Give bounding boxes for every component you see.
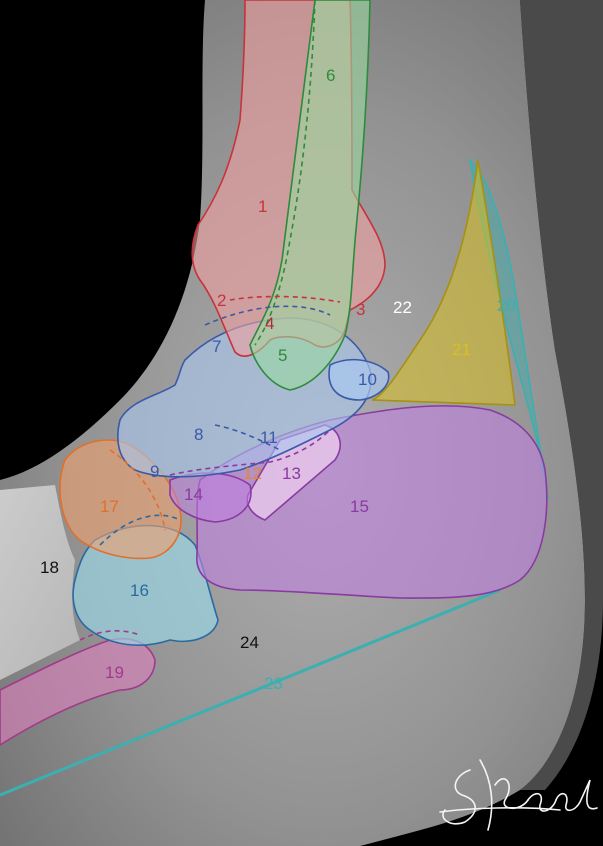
label-3: 3 — [356, 300, 365, 319]
label-1: 1 — [258, 197, 267, 216]
label-5: 5 — [278, 346, 287, 365]
label-6: 6 — [326, 66, 335, 85]
label-11: 11 — [260, 428, 278, 447]
label-8: 8 — [194, 425, 203, 444]
label-24: 24 — [240, 633, 259, 652]
label-7: 7 — [212, 337, 221, 356]
label-13: 13 — [282, 464, 301, 483]
label-4: 4 — [265, 314, 274, 333]
label-2: 2 — [217, 291, 226, 310]
label-12: 12 — [243, 464, 262, 483]
label-9: 9 — [150, 462, 159, 481]
label-21: 21 — [452, 340, 471, 359]
label-18: 18 — [40, 558, 59, 577]
label-19: 19 — [105, 663, 124, 682]
label-23: 23 — [264, 674, 283, 693]
label-10: 10 — [358, 370, 377, 389]
label-16: 16 — [130, 581, 149, 600]
label-22: 22 — [393, 298, 412, 317]
label-14: 14 — [184, 485, 203, 504]
label-17: 17 — [100, 497, 119, 516]
label-20: 20 — [497, 296, 516, 315]
label-15: 15 — [350, 497, 369, 516]
